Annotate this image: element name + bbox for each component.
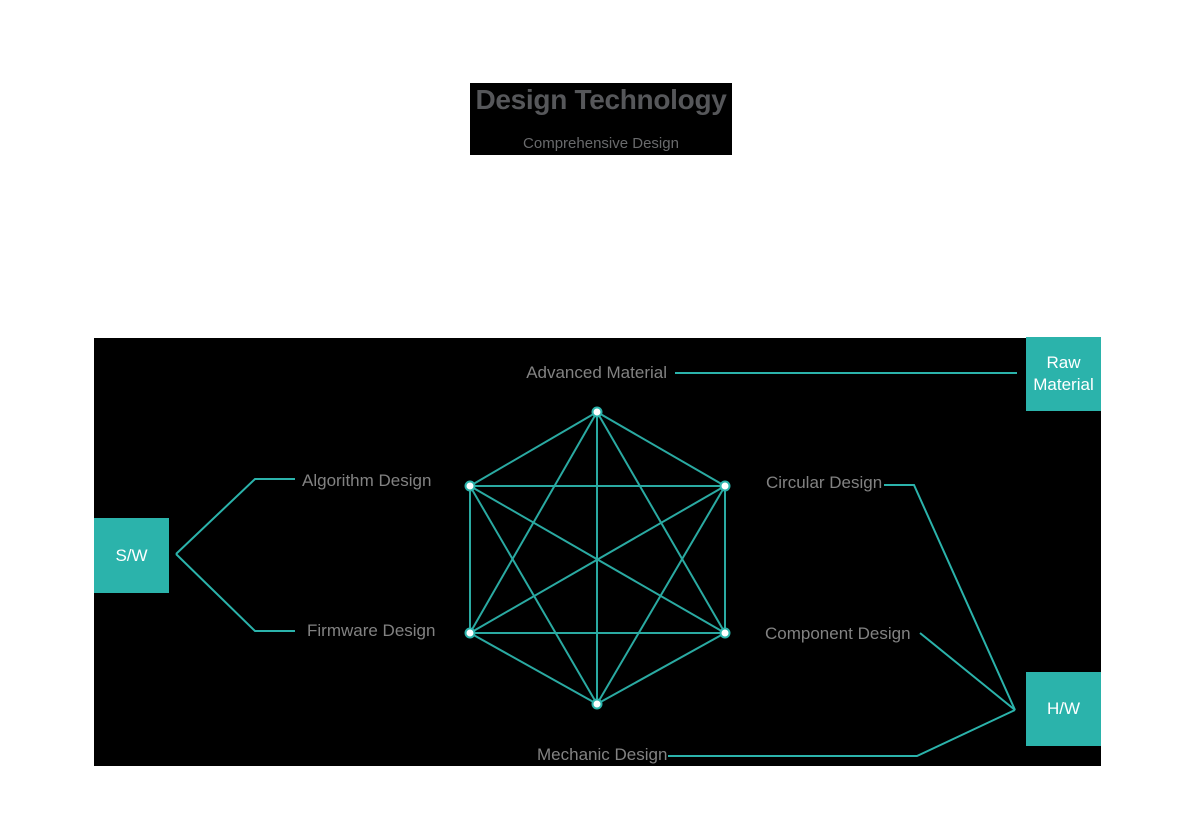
label-circular-design: Circular Design: [766, 473, 883, 492]
page-subtitle: Comprehensive Design: [523, 135, 679, 152]
label-mechanic-design: Mechanic Design: [537, 745, 668, 764]
diagram-panel: [94, 338, 1101, 766]
label-advanced-material: Advanced Material: [526, 363, 667, 382]
page-title: Design Technology: [475, 84, 727, 115]
title-panel: Design Technology Comprehensive Design: [470, 83, 732, 155]
label-component-design: Component Design: [765, 624, 911, 643]
box-software: S/W: [94, 518, 169, 593]
label-firmware-design: Firmware Design: [307, 621, 436, 640]
label-algorithm-design: Algorithm Design: [302, 471, 432, 490]
box-hardware: H/W: [1026, 672, 1101, 746]
box-raw-material: Raw Material: [1026, 337, 1101, 411]
